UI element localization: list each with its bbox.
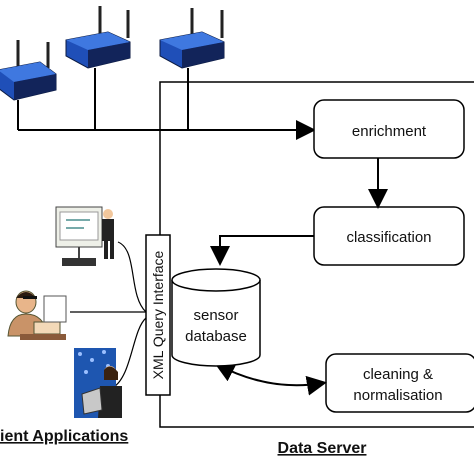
client-applications-caption: ient Applications bbox=[0, 428, 128, 445]
client-connections bbox=[70, 241, 147, 389]
router-connections bbox=[17, 68, 316, 140]
xml-query-interface-bar bbox=[145, 234, 171, 396]
wireless-router-icon bbox=[65, 6, 131, 69]
laptop-user-clipart-icon bbox=[74, 348, 122, 418]
database-label-line2: database bbox=[185, 328, 247, 345]
wireless-router-icon bbox=[159, 8, 225, 69]
classification-label: classification bbox=[346, 229, 431, 246]
cleaning-label-line2: normalisation bbox=[353, 387, 442, 404]
flow-arrows bbox=[210, 158, 388, 396]
wireless-router-icon bbox=[0, 40, 57, 101]
database-label-line1: sensor bbox=[193, 307, 238, 324]
sensor-database-cylinder bbox=[171, 268, 261, 367]
presenter-clipart-icon bbox=[55, 206, 114, 266]
enrichment-label: enrichment bbox=[352, 123, 427, 140]
cleaning-label-line1: cleaning & bbox=[363, 366, 433, 383]
enrichment-box bbox=[313, 99, 465, 159]
office-worker-clipart-icon bbox=[7, 290, 67, 340]
data-server-caption: Data Server bbox=[278, 440, 367, 457]
xml-query-interface-label: XML Query Interface bbox=[150, 250, 166, 379]
